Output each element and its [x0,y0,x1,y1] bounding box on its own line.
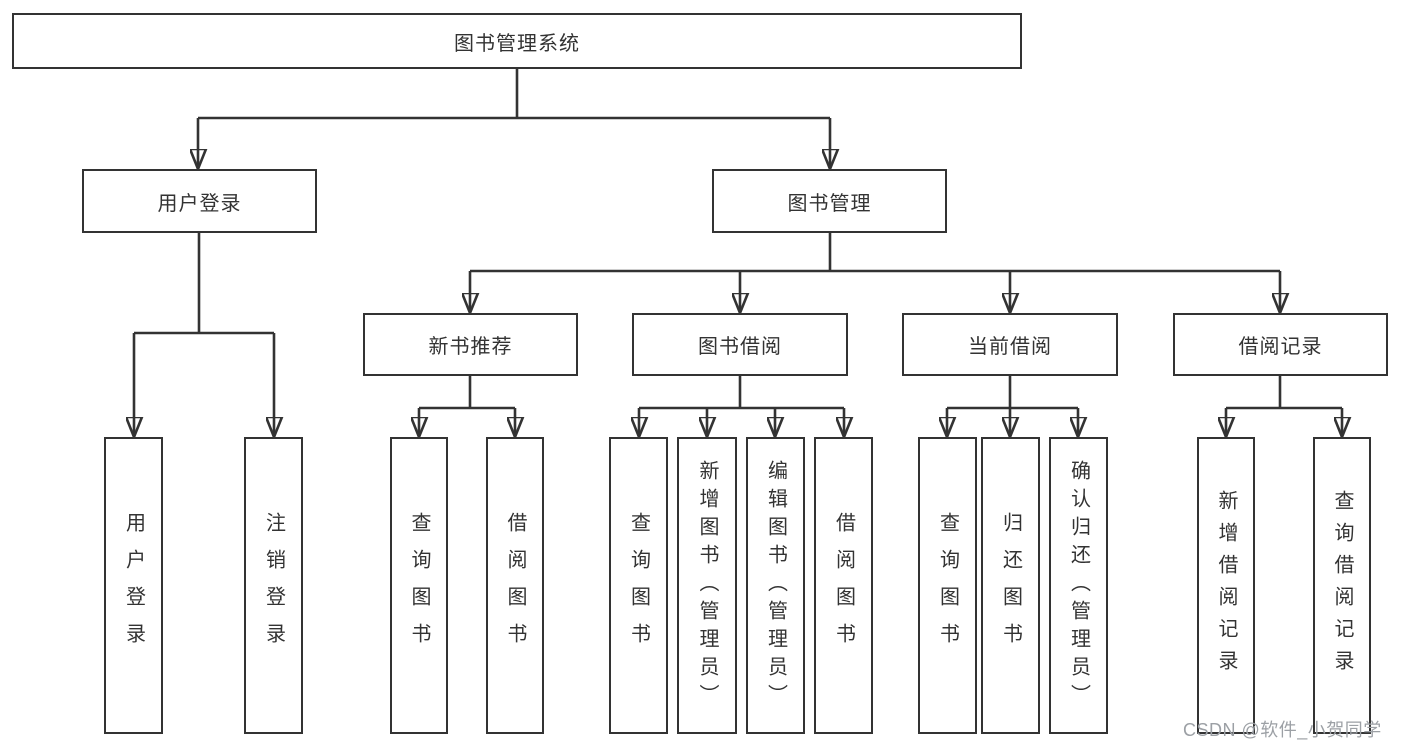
leaf-user-login: 用户登录 [104,437,163,734]
leaf-edit-book-admin: 编辑图书（管理员） [746,437,805,734]
leaf-return-book: 归还图书 [981,437,1040,734]
leaf-borrow-books-borrowing: 借阅图书 [814,437,873,734]
node-library-system: 图书管理系统 [12,13,1022,69]
leaf-label: 借阅图书 [832,511,855,660]
leaf-add-book-admin: 新增图书（管理员） [677,437,737,734]
node-label: 图书借阅 [698,336,782,358]
node-label: 当前借阅 [968,336,1052,358]
leaf-label: 查询图书 [408,511,430,660]
node-book-management: 图书管理 [712,169,947,233]
leaf-query-books-current: 查询图书 [918,437,977,734]
leaf-query-books-recommend: 查询图书 [390,437,448,734]
leaf-label: 注销登录 [262,511,285,660]
leaf-logout: 注销登录 [244,437,303,734]
node-label: 图书管理 [787,192,872,215]
leaf-query-borrow-record: 查询借阅记录 [1313,437,1371,734]
node-label: 用户登录 [157,192,242,215]
leaf-label: 查询图书 [627,511,650,660]
node-borrow-records: 借阅记录 [1173,313,1388,376]
leaf-label: 确认归还（管理员） [1067,459,1090,712]
node-label: 图书管理系统 [454,32,580,55]
leaf-label: 查询借阅记录 [1331,489,1353,682]
leaf-label: 借阅图书 [504,511,526,660]
node-new-book-recommend: 新书推荐 [363,313,578,376]
node-book-borrowing: 图书借阅 [632,313,848,376]
leaf-label: 新增借阅记录 [1215,489,1237,682]
leaf-label: 新增图书（管理员） [696,459,718,712]
node-user-login: 用户登录 [82,169,317,233]
leaf-label: 用户登录 [122,511,145,660]
leaf-confirm-return-admin: 确认归还（管理员） [1049,437,1108,734]
node-label: 借阅记录 [1238,336,1323,358]
leaf-add-borrow-record: 新增借阅记录 [1197,437,1255,734]
leaf-label: 编辑图书（管理员） [764,459,787,712]
node-label: 新书推荐 [428,336,513,358]
leaf-label: 归还图书 [999,511,1022,660]
leaf-query-books-borrowing: 查询图书 [609,437,668,734]
leaf-label: 查询图书 [936,511,959,660]
csdn-watermark: CSDN @软件_小贺同学 [1183,720,1382,740]
leaf-borrow-books-recommend: 借阅图书 [486,437,544,734]
node-current-borrowing: 当前借阅 [902,313,1118,376]
